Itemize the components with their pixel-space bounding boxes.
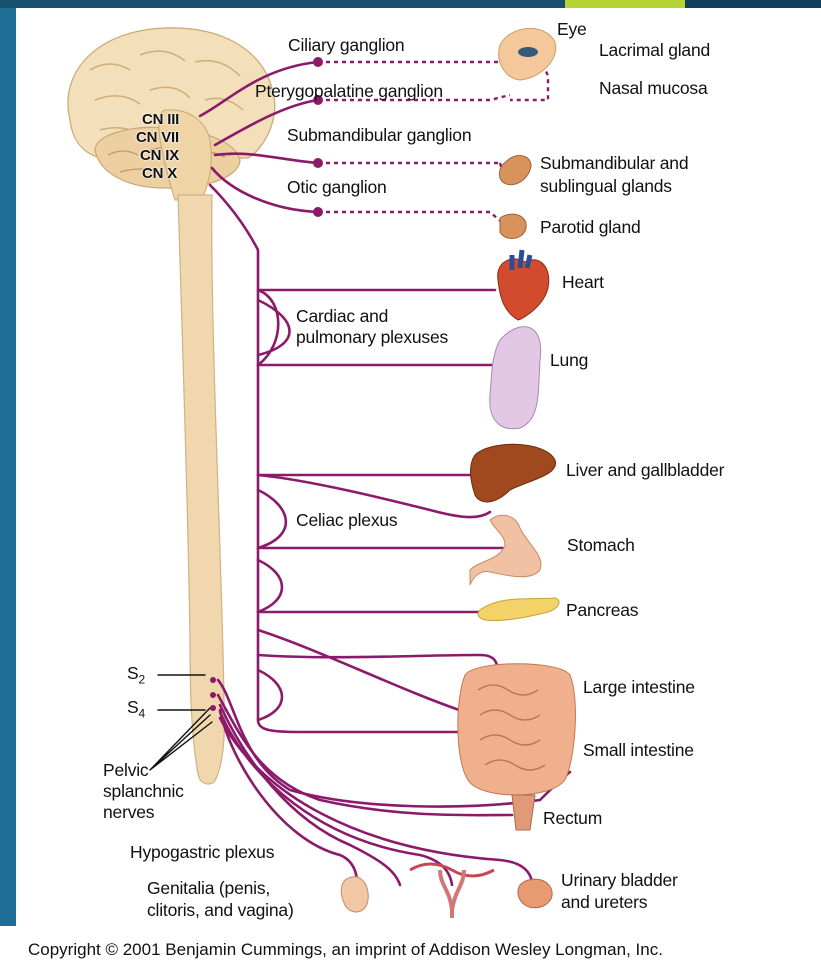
label-nasal-mucosa: Nasal mucosa — [599, 78, 707, 99]
copyright-text: Copyright © 2001 Benjamin Cummings, an i… — [28, 940, 663, 960]
parotid-gland-illustration — [500, 214, 526, 238]
label-stomach: Stomach — [567, 535, 635, 556]
label-bladder-line1: Urinary bladder — [561, 870, 678, 891]
label-genitalia-line2: clitoris, and vagina) — [147, 900, 294, 921]
bladder-illustration — [518, 879, 552, 908]
label-cn-x: CN X — [142, 166, 177, 181]
label-parotid-gland: Parotid gland — [540, 217, 641, 238]
pancreas-illustration — [478, 598, 559, 621]
rectum-illustration — [512, 795, 535, 830]
label-rectum: Rectum — [543, 808, 602, 829]
label-genitalia-line1: Genitalia (penis, — [147, 878, 270, 899]
label-pelvic-line3: nerves — [103, 802, 154, 823]
label-pancreas: Pancreas — [566, 600, 638, 621]
submandibular-glands-illustration — [499, 155, 531, 184]
label-pelvic-line1: Pelvic — [103, 760, 148, 781]
label-s4-letter: S — [127, 697, 138, 717]
label-cardiac-line1: Cardiac and — [296, 306, 388, 327]
label-celiac-plexus: Celiac plexus — [296, 510, 397, 531]
label-cn-ix: CN IX — [140, 148, 179, 163]
label-ciliary-ganglion: Ciliary ganglion — [288, 35, 404, 56]
label-submandibular-glands-line1: Submandibular and — [540, 153, 688, 174]
label-s2-subscript: 2 — [138, 673, 144, 687]
label-small-intestine: Small intestine — [583, 740, 694, 761]
label-cn-vii: CN VII — [136, 130, 179, 145]
stomach-illustration — [470, 515, 541, 585]
genitalia-illustration — [341, 877, 368, 912]
label-hypogastric-plexus: Hypogastric plexus — [130, 842, 274, 863]
label-cardiac-line2: pulmonary plexuses — [296, 327, 448, 348]
label-submandibular-glands-line2: sublingual glands — [540, 176, 672, 197]
heart-illustration — [498, 250, 549, 320]
label-submandibular-ganglion: Submandibular ganglion — [287, 125, 471, 146]
label-bladder-line2: and ureters — [561, 892, 647, 913]
label-heart: Heart — [562, 272, 604, 293]
label-s2: S2 — [127, 663, 145, 691]
label-large-intestine: Large intestine — [583, 677, 695, 698]
label-cn-iii: CN III — [142, 112, 179, 127]
label-eye: Eye — [557, 19, 587, 40]
label-pelvic-line2: splanchnic — [103, 781, 184, 802]
uterus-illustration — [410, 864, 494, 918]
label-s4-subscript: 4 — [138, 707, 144, 721]
label-s2-letter: S — [127, 663, 138, 683]
label-liver-gallbladder: Liver and gallbladder — [566, 460, 724, 481]
intestines-illustration — [458, 664, 576, 795]
label-lung: Lung — [550, 350, 588, 371]
copyright-bar: Copyright © 2001 Benjamin Cummings, an i… — [0, 926, 821, 975]
lung-illustration — [490, 327, 541, 429]
label-pterygopalatine-ganglion: Pterygopalatine ganglion — [255, 81, 443, 102]
liver-illustration — [470, 444, 555, 502]
label-otic-ganglion: Otic ganglion — [287, 177, 387, 198]
label-lacrimal-gland: Lacrimal gland — [599, 40, 710, 61]
label-s4: S4 — [127, 697, 145, 725]
